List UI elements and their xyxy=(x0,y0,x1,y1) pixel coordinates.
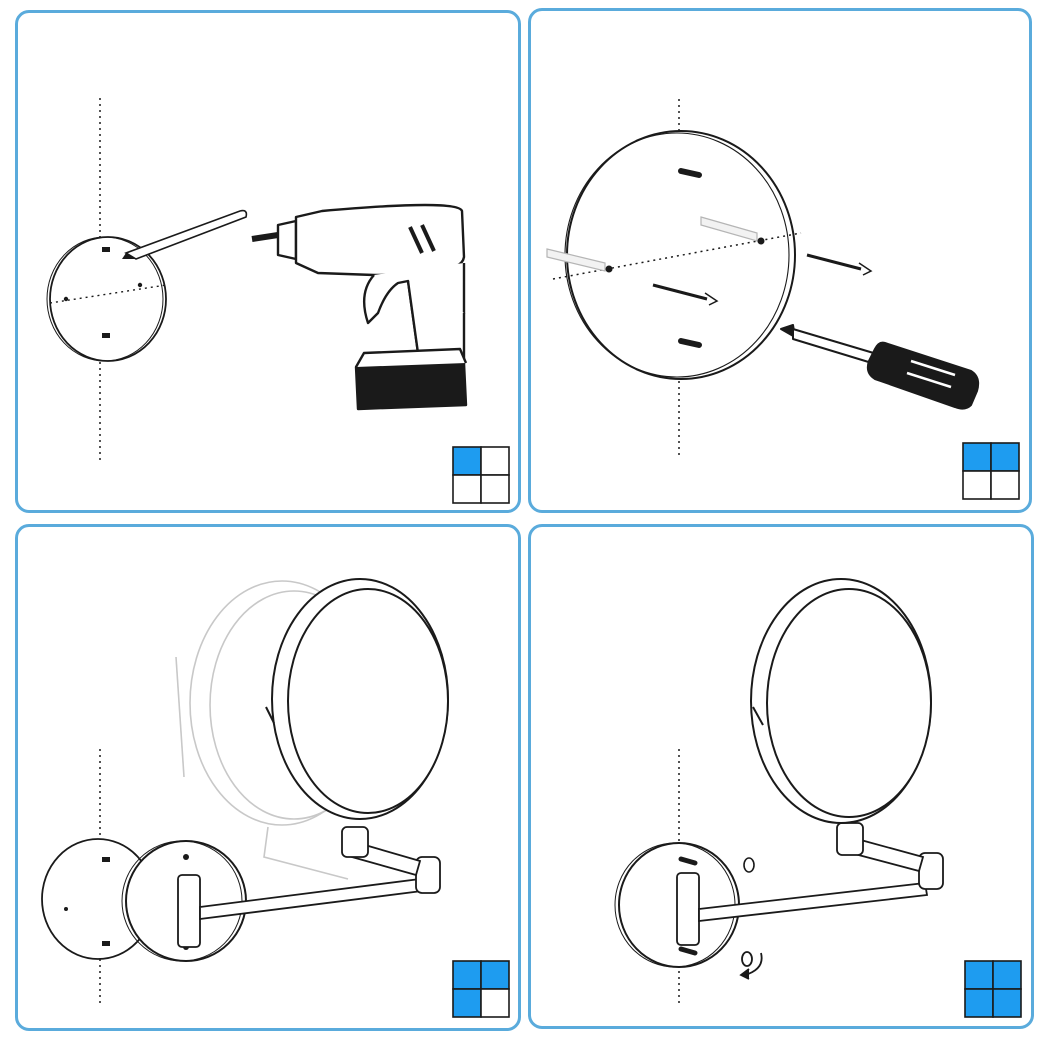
drill-icon xyxy=(251,203,468,411)
step-2-panel xyxy=(528,8,1032,513)
mirror-arm-icon xyxy=(698,822,944,923)
anchor-screw-illustration xyxy=(546,99,980,459)
step-4-progress-icon xyxy=(964,960,1022,1018)
wall-anchor-left xyxy=(546,248,606,272)
pencil-icon xyxy=(124,209,248,260)
mirror-arm-icon xyxy=(199,826,441,921)
wall-anchor-top xyxy=(700,216,758,242)
step-3-progress-icon xyxy=(452,960,510,1018)
loose-screw-1 xyxy=(806,253,862,271)
step-4-panel xyxy=(528,524,1034,1029)
screw-bottom xyxy=(678,338,702,348)
mounted-mirror-icon xyxy=(750,578,932,824)
screw-top xyxy=(678,168,702,178)
mirror-head xyxy=(265,578,449,820)
drill-illustration xyxy=(46,98,468,463)
step-1-panel xyxy=(15,10,521,513)
mounted-mirror-illustration xyxy=(614,578,944,1007)
cap-screw xyxy=(743,857,755,873)
mirror-attach-illustration xyxy=(41,578,449,1007)
loose-screw-2 xyxy=(652,283,708,301)
hole-top xyxy=(102,247,110,252)
step-3-panel xyxy=(15,524,521,1031)
hole-bottom xyxy=(102,333,110,338)
step-1-progress-icon xyxy=(452,446,510,504)
rotate-arrow-icon xyxy=(739,951,763,980)
screwdriver-icon xyxy=(780,324,980,410)
step-2-progress-icon xyxy=(962,442,1020,500)
